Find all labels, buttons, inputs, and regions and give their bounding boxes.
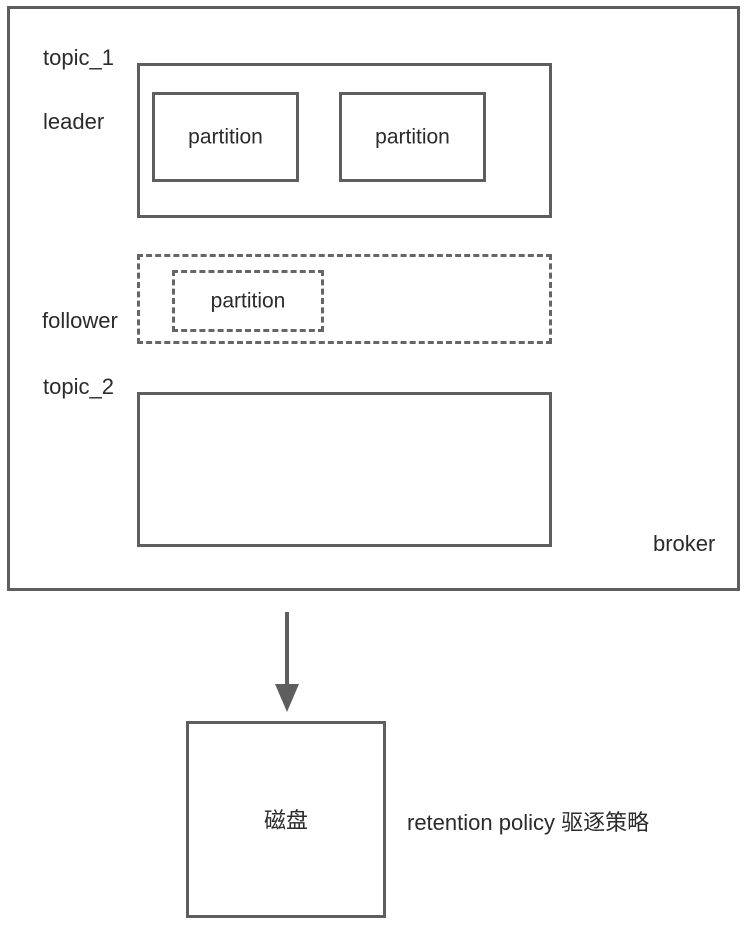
topic-2-group[interactable] — [137, 392, 552, 547]
follower-partition-1[interactable]: partition — [172, 270, 324, 332]
leader-partition-1[interactable]: partition — [152, 92, 299, 182]
topic-1-label: topic_1 — [43, 45, 114, 70]
broker-label: broker — [653, 531, 716, 556]
follower-partition-1-label: partition — [210, 289, 286, 313]
disk-box[interactable]: 磁盘 — [186, 721, 386, 918]
leader-partition-2-label: partition — [375, 125, 450, 149]
follower-role-label: follower — [42, 308, 118, 333]
topic-2-label: topic_2 — [43, 374, 114, 399]
down-arrow-icon — [275, 612, 299, 712]
leader-partition-1-label: partition — [188, 125, 263, 149]
retention-policy-label: retention policy 驱逐策略 — [407, 810, 650, 835]
leader-role-label: leader — [43, 109, 105, 134]
leader-partition-2[interactable]: partition — [339, 92, 486, 182]
disk-label: 磁盘 — [263, 808, 308, 834]
